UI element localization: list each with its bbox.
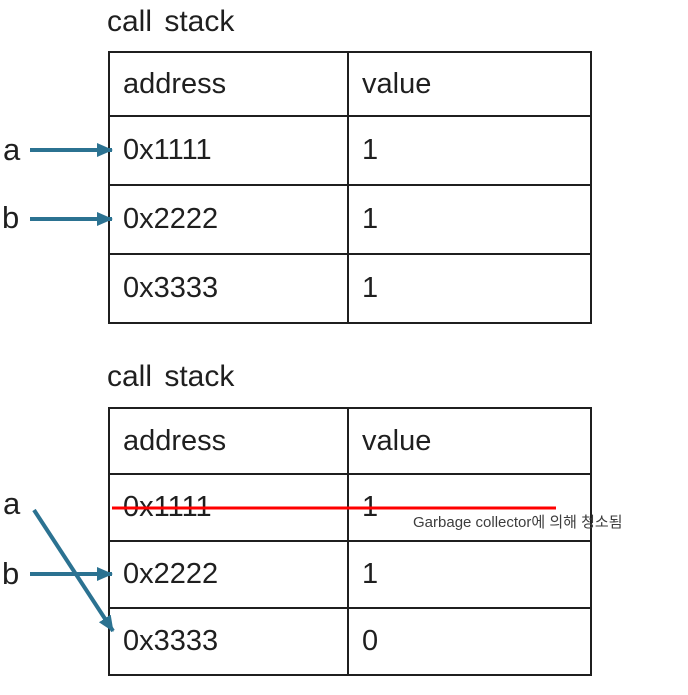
- pointer-arrow-a-bottom: [32, 508, 115, 633]
- variable-label-b-bottom: b: [2, 556, 20, 591]
- table-row: 0x3333 0: [108, 607, 592, 676]
- table-header-row: address value: [108, 51, 592, 117]
- table-row: 0x3333 1: [108, 253, 592, 324]
- garbage-collected-annotation: Garbage collector에 의해 청소됨: [413, 514, 623, 531]
- cell-address: 0x2222: [108, 540, 349, 609]
- cell-address: 0x3333: [108, 253, 349, 324]
- cell-address: 0x1111: [108, 473, 349, 542]
- cell-value: 1: [347, 184, 592, 255]
- table-row: 0x1111 1: [108, 115, 592, 186]
- cell-address: 0x1111: [108, 115, 349, 186]
- table-row: 0x2222 1: [108, 540, 592, 609]
- cell-value: 1: [347, 115, 592, 186]
- cell-value: 0: [347, 607, 592, 676]
- table-row: 0x2222 1: [108, 184, 592, 255]
- cell-value: 1: [347, 540, 592, 609]
- cell-address: 0x3333: [108, 607, 349, 676]
- col-header-address: address: [108, 51, 349, 117]
- variable-label-a-bottom: a: [3, 486, 21, 521]
- variable-label-a-top: a: [3, 132, 21, 167]
- call-stack-title-top: call stack: [107, 5, 235, 38]
- call-stack-table-bottom: address value 0x1111 1 0x2222 1 0x3333 0: [108, 407, 592, 676]
- variable-label-b-top: b: [2, 200, 20, 235]
- call-stack-table-top: address value 0x1111 1 0x2222 1 0x3333 1: [108, 51, 592, 324]
- col-header-value: value: [347, 407, 592, 475]
- cell-value: 1: [347, 253, 592, 324]
- table-header-row: address value: [108, 407, 592, 475]
- col-header-address: address: [108, 407, 349, 475]
- call-stack-title-bottom: call stack: [107, 360, 235, 393]
- cell-address: 0x2222: [108, 184, 349, 255]
- col-header-value: value: [347, 51, 592, 117]
